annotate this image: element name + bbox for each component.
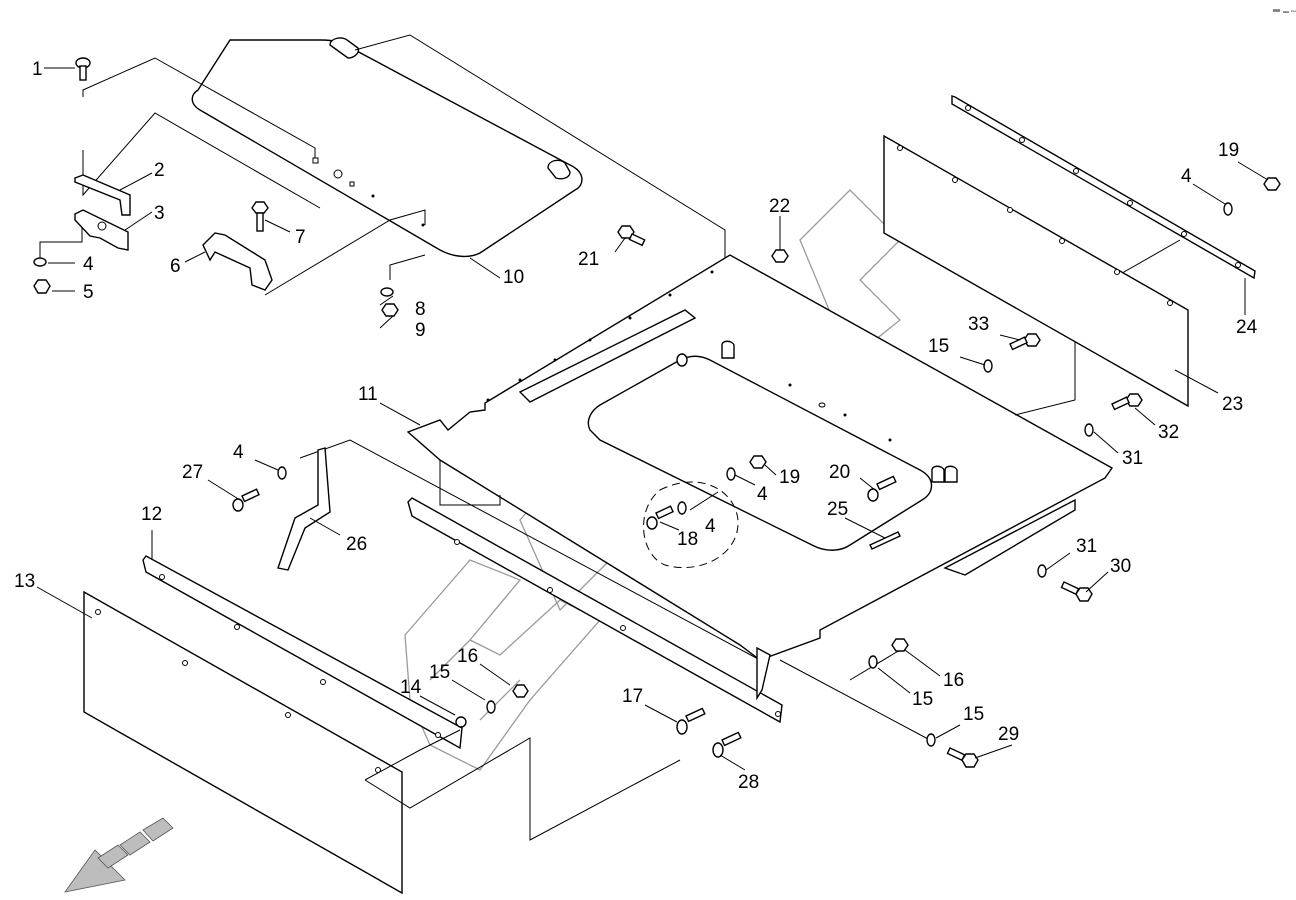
assembly-lines-lower [299,239,1181,841]
callout-19: 19 [1218,140,1239,161]
part-2-bracket [74,174,131,216]
callout-31: 31 [1076,536,1097,557]
callout-7: 7 [295,227,306,248]
corner-mark: ▬ ▪▪▪ [1273,9,1296,15]
callout-15: 15 [912,689,933,710]
callout-20: 20 [829,462,850,483]
callout-32: 32 [1158,422,1179,443]
bolt-18 [646,505,674,530]
nut-16 [512,684,529,698]
hinge-lug [547,159,571,180]
leader-lines [36,67,1269,771]
washer-15 [486,700,496,714]
part-26-bracket [277,447,331,571]
callout-27: 27 [182,462,203,483]
part-12-strip [142,555,463,750]
callout-5: 5 [83,282,94,303]
callout-30: 30 [1110,556,1131,577]
callout-14: 14 [400,677,422,698]
callout-4: 4 [1181,166,1192,187]
hinge-lug [329,37,360,59]
part-7-bolt [251,201,269,232]
callout-12: 12 [141,504,162,525]
nut-22 [771,249,789,263]
part-23-panel [883,134,1189,408]
side-rail [407,497,783,724]
bolt-29 [946,747,979,768]
callout-15: 15 [429,662,450,683]
part-25-strip [869,531,901,550]
callout-8: 8 [415,299,426,320]
bolt-27 [232,488,260,512]
callout-16: 16 [457,646,478,667]
bolt-33 [1009,333,1041,351]
bolt-21 [617,225,646,247]
callout-10: 10 [503,267,524,288]
callout-9: 9 [415,320,426,341]
callout-2: 2 [154,160,165,181]
callout-29: 29 [998,724,1019,745]
bolt-30 [1060,581,1093,602]
fasteners [232,177,1281,768]
callout-4: 4 [233,442,244,463]
callout-3: 3 [154,203,165,224]
part-1-carriage-bolt [75,57,91,81]
callout-11: 11 [358,384,378,405]
carriage-bolt-28 [712,731,742,758]
bolt-20 [867,475,897,502]
callout-31: 31 [1122,448,1143,469]
callout-1: 1 [32,59,43,80]
part-10-top-cover [191,37,583,258]
carriage-bolt-17 [676,707,706,735]
part-9-nut [381,303,399,317]
bolt-32 [1111,393,1143,411]
washer-4 [277,466,287,480]
callout-25: 25 [827,499,848,520]
part-6-handle [202,232,273,291]
part-5-nut [33,279,51,294]
part-24-strip [951,95,1256,280]
callout-21: 21 [578,249,599,270]
part-4-washer [33,257,47,267]
washer-14 [455,716,467,728]
part-13-panel [83,590,403,895]
callout-18: 18 [677,529,698,550]
callout-24: 24 [1236,317,1258,338]
callout-16: 16 [943,670,964,691]
callout-6: 6 [170,256,181,277]
callout-33: 33 [968,314,989,335]
callout-17: 17 [622,686,643,707]
callout-4: 4 [705,516,716,537]
callout-4: 4 [83,254,94,275]
detail-circle [643,481,739,569]
callout-22: 22 [769,196,790,217]
callout-23: 23 [1222,394,1243,415]
part-8-washer [380,287,394,297]
callout-19: 19 [779,467,800,488]
callout-labels: 1 2 3 4 5 6 7 8 9 10 11 12 13 14 15 16 1… [14,59,1258,793]
callout-28: 28 [738,772,759,793]
callout-15: 15 [928,336,949,357]
callout-26: 26 [346,534,367,555]
front-direction-arrow [64,817,174,893]
svg-text:▬ ▪▪▪: ▬ ▪▪▪ [1283,9,1296,15]
callout-15: 15 [963,704,984,725]
callout-13: 13 [14,571,35,592]
callout-4: 4 [757,484,768,505]
part-3-bracket [74,209,129,251]
